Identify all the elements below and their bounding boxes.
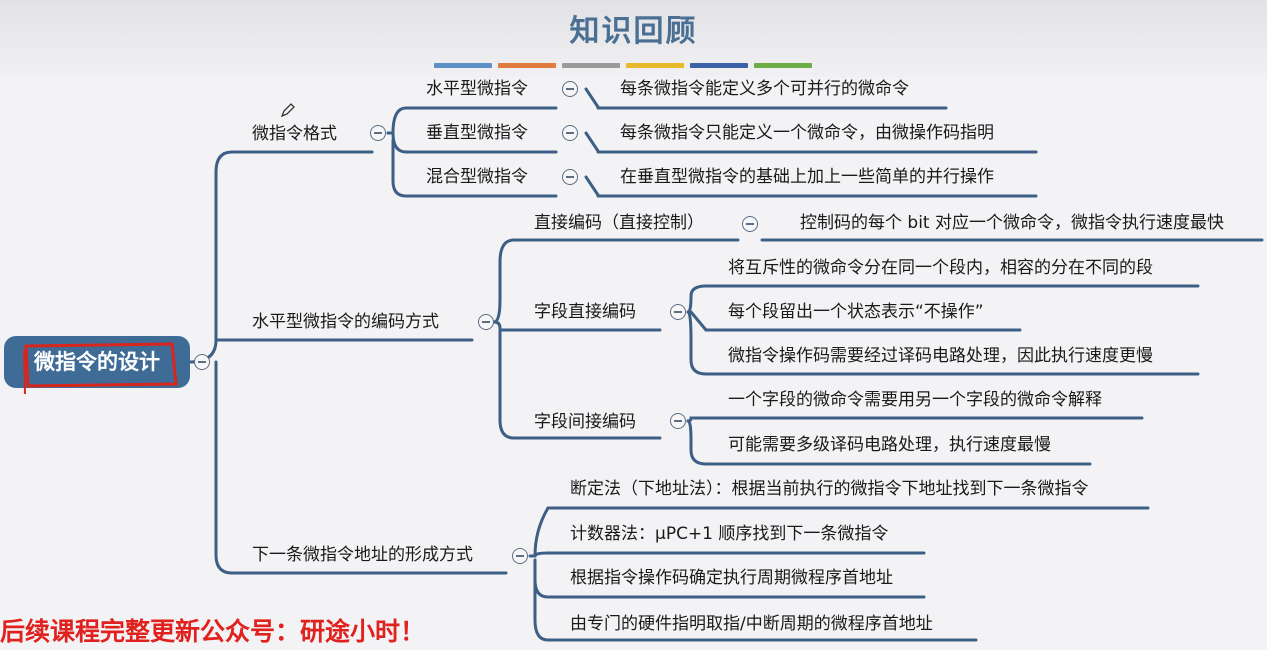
root-label: 微指令的设计 [34,350,160,374]
next-address-item-2: 计数器法：μPC+1 顺序找到下一条微指令 [570,524,889,544]
color-bar-4 [626,63,684,68]
direct-encoding-toggle[interactable] [742,216,758,232]
mixed-type-label: 混合型微指令 [426,167,528,187]
pencil-cursor-icon [280,103,295,118]
next-address-item-3: 根据指令操作码确定执行周期微程序首地址 [570,568,893,588]
vertical-type-label: 垂直型微指令 [426,123,528,143]
horizontal-type-toggle[interactable] [562,81,578,97]
field-direct-label: 字段直接编码 [534,302,636,322]
color-bar-3 [562,63,620,68]
direct-encoding-label: 直接编码（直接控制） [534,213,704,233]
horizontal-type-detail: 每条微指令能定义多个可并行的微命令 [620,79,909,99]
mixed-type-toggle[interactable] [562,169,578,185]
color-bar-1 [434,63,492,68]
root-collapse-toggle[interactable] [194,354,210,370]
vertical-type-toggle[interactable] [562,125,578,141]
color-bar-6 [754,63,812,68]
branch-format-label: 微指令格式 [252,124,337,144]
field-indirect-detail-2: 可能需要多级译码电路处理，执行速度最慢 [728,435,1051,455]
red-annotation-marker [23,342,178,395]
field-indirect-toggle[interactable] [670,413,686,429]
color-bar-5 [690,63,748,68]
footer-promo-text: 后续课程完整更新公众号：研途小时！ [0,617,426,646]
field-indirect-label: 字段间接编码 [534,412,636,432]
branch-encoding-label: 水平型微指令的编码方式 [252,312,439,332]
direct-encoding-detail: 控制码的每个 bit 对应一个微命令，微指令执行速度最快 [800,213,1224,233]
vertical-type-detail: 每条微指令只能定义一个微命令，由微操作码指明 [620,123,994,143]
field-indirect-detail-1: 一个字段的微命令需要用另一个字段的微命令解释 [728,390,1102,410]
next-address-item-4: 由专门的硬件指明取指/中断周期的微程序首地址 [570,614,933,634]
color-bar-2 [498,63,556,68]
next-address-item-1: 断定法（下地址法）：根据当前执行的微指令下地址找到下一条微指令 [570,479,1089,499]
branch-format-toggle[interactable] [370,125,386,141]
page-title: 知识回顾 [569,14,698,49]
horizontal-type-label: 水平型微指令 [426,79,528,99]
field-direct-toggle[interactable] [670,304,686,320]
mixed-type-detail: 在垂直型微指令的基础上加上一些简单的并行操作 [620,167,994,187]
field-direct-detail-3: 微指令操作码需要经过译码电路处理，因此执行速度更慢 [728,346,1153,366]
field-direct-detail-2: 每个段留出一个状态表示“不操作” [728,302,984,322]
branch-encoding-toggle[interactable] [478,314,494,330]
branch-next-address-toggle[interactable] [512,548,528,564]
field-direct-detail-1: 将互斥性的微命令分在同一个段内，相容的分在不同的段 [728,258,1153,278]
branch-next-address-label: 下一条微指令地址的形成方式 [252,545,473,565]
